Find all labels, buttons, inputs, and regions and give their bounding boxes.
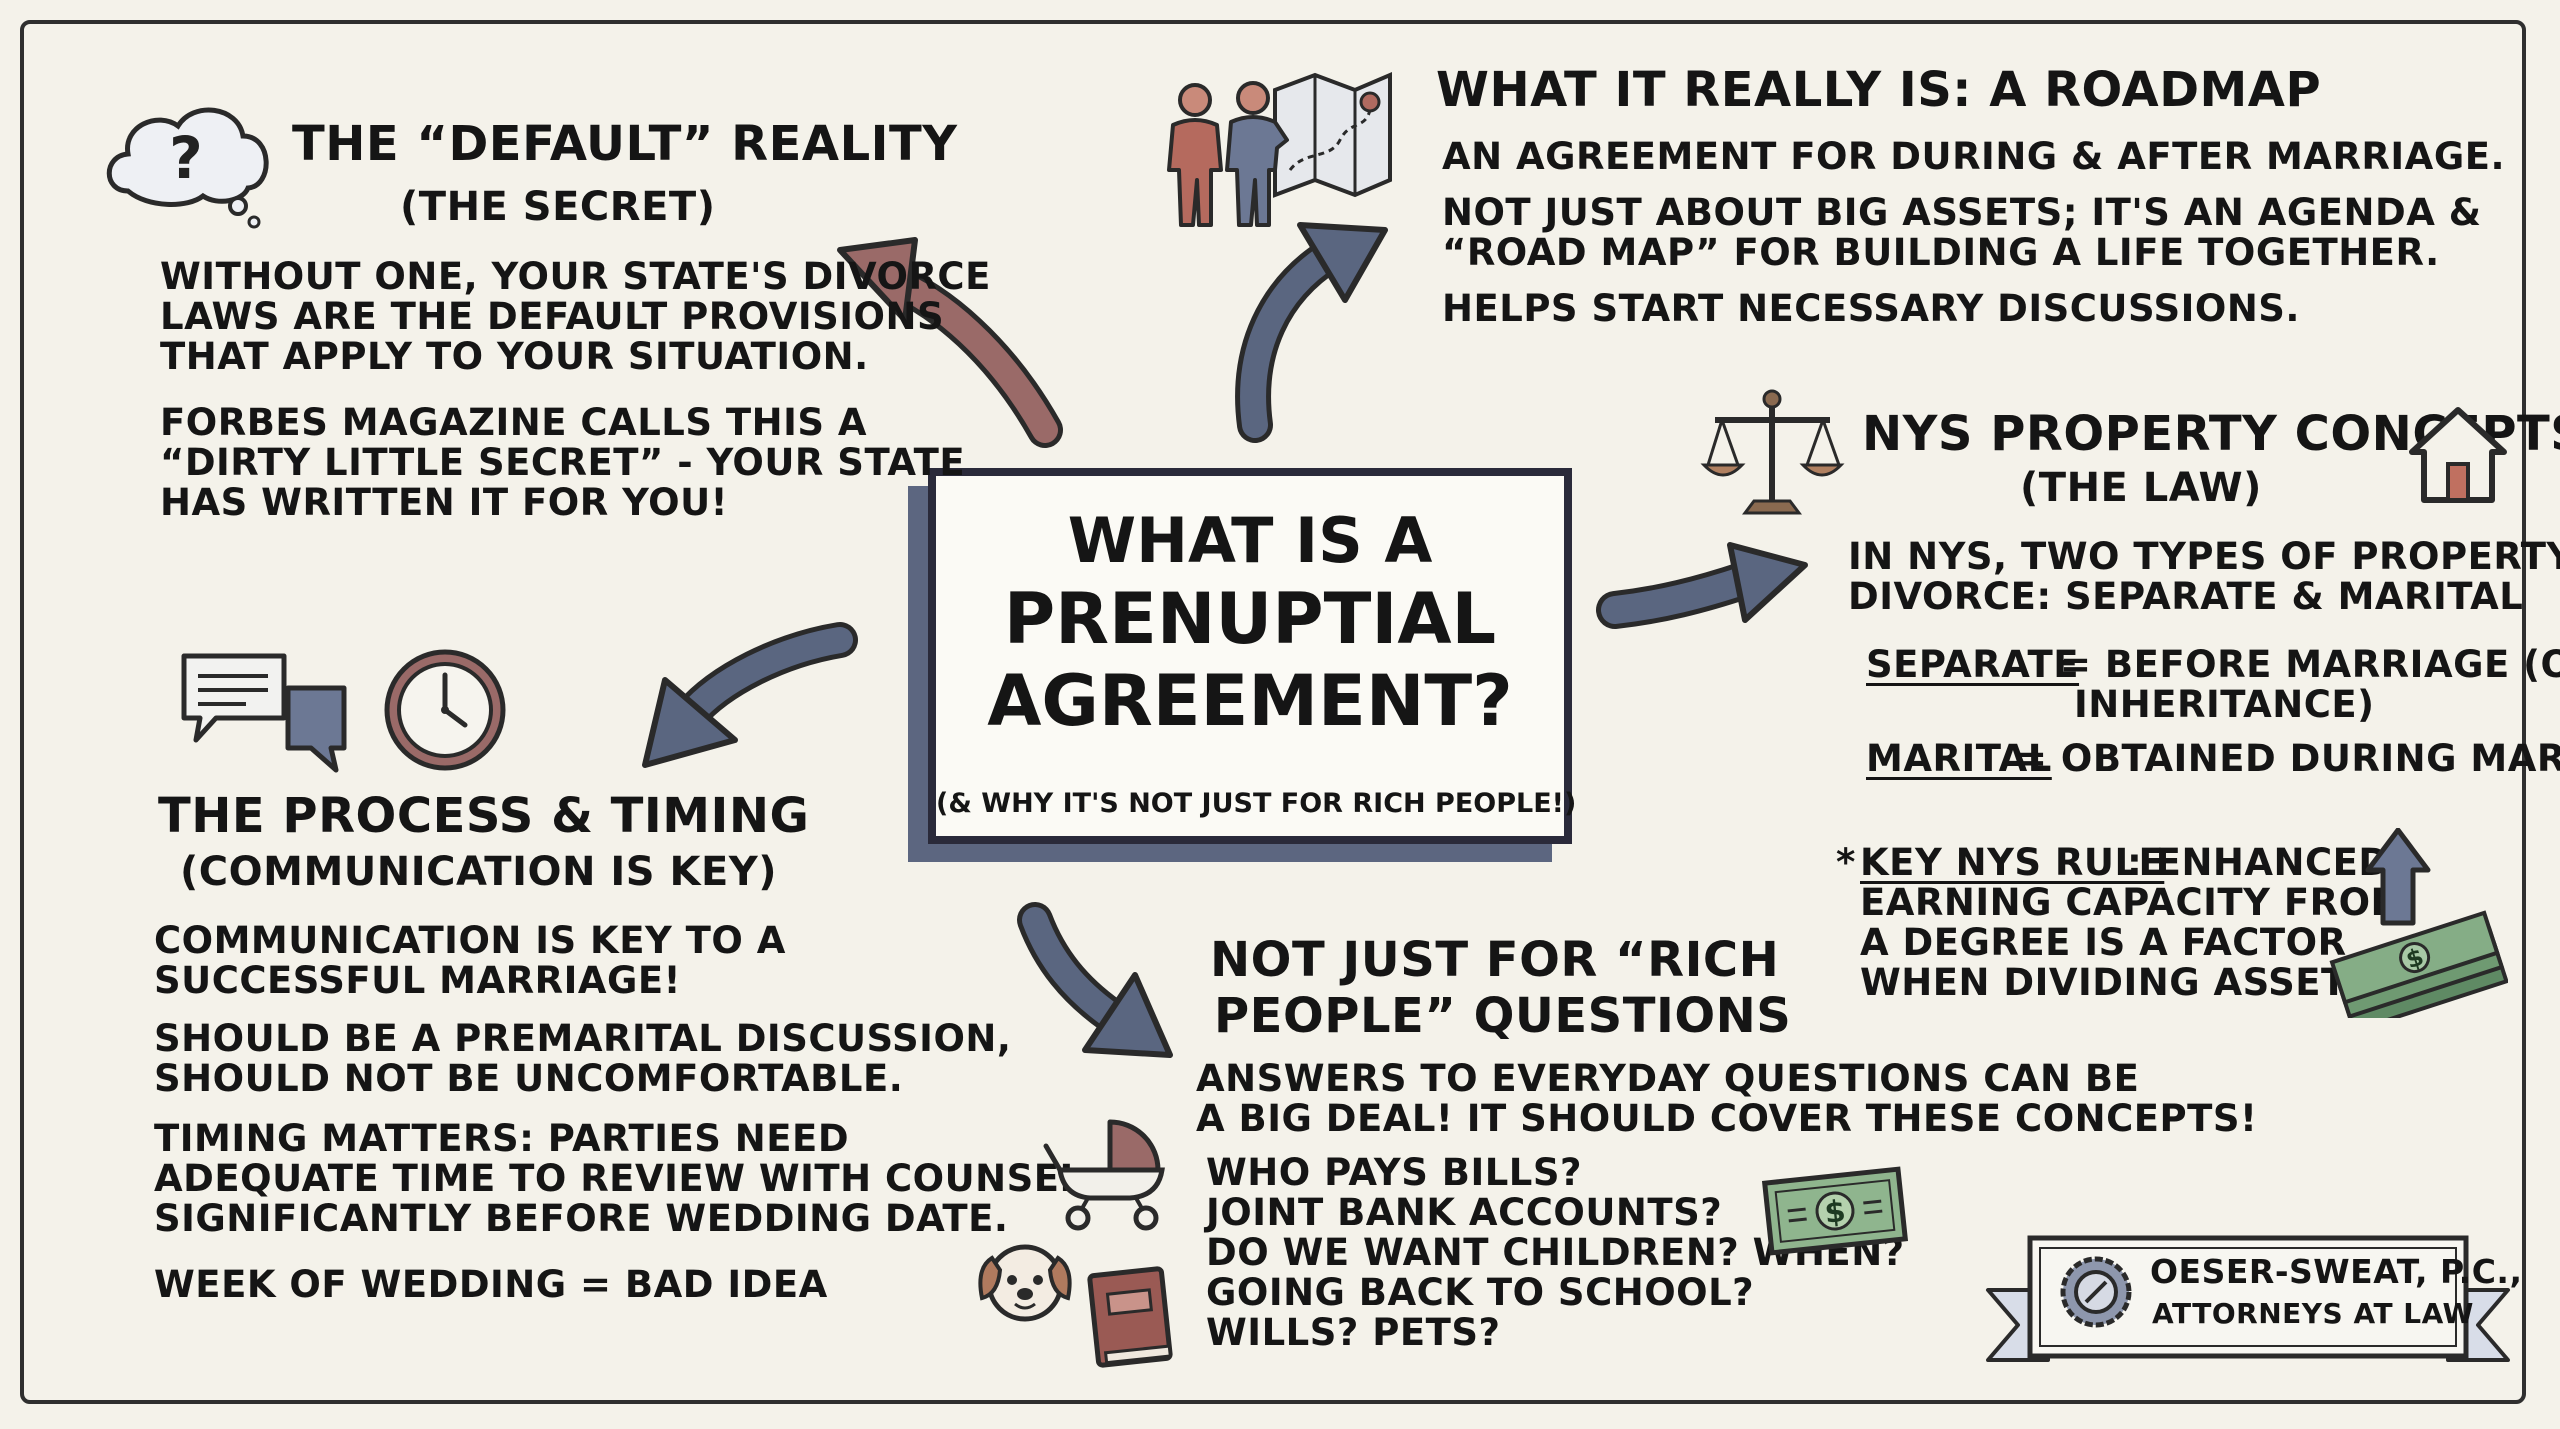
default-reality-subheading: (THE SECRET): [400, 184, 716, 230]
center-title-line2: PRENUPTIAL: [1003, 578, 1497, 660]
default-reality-p2-line2: “DIRTY LITTLE SECRET” - YOUR STATE: [160, 441, 966, 484]
process-p1-line1: COMMUNICATION IS KEY TO A: [154, 919, 786, 962]
process-subheading: (COMMUNICATION IS KEY): [180, 849, 778, 895]
nys-marital-term: MARITAL: [1866, 737, 2052, 780]
default-reality-heading: THE “DEFAULT” REALITY: [292, 116, 958, 172]
nys-marital-def: = OBTAINED DURING MARRIAGE: [2016, 737, 2560, 780]
rich-question-2: JOINT BANK ACCOUNTS?: [1206, 1191, 1723, 1234]
nys-key-line1: EARNING CAPACITY FROM: [1860, 881, 2408, 924]
process-p2-line1: SHOULD BE A PREMARITAL DISCUSSION,: [154, 1017, 1012, 1060]
nys-key-asterisk: *: [1836, 841, 1856, 884]
nys-key-line3: WHEN DIVIDING ASSETS: [1860, 961, 2374, 1004]
center-title-line1: WHAT IS A: [1067, 504, 1433, 577]
arrow-to-rich-people: [1017, 902, 1173, 1058]
nys-intro-line2: DIVORCE: SEPARATE & MARITAL: [1848, 575, 2524, 618]
process-p1-line2: SUCCESSFUL MARRIAGE!: [154, 959, 682, 1002]
question-thought-cloud-icon: ?: [106, 107, 269, 229]
process-heading: THE PROCESS & TIMING: [158, 788, 810, 844]
roadmap-line4: HELPS START NECESSARY DISCUSSIONS.: [1442, 287, 2300, 330]
default-reality-p2-line1: FORBES MAGAZINE CALLS THIS A: [160, 401, 868, 444]
page-border: [20, 20, 2526, 1404]
nys-subheading: (THE LAW): [2020, 465, 2262, 511]
process-p3-line2: ADEQUATE TIME TO REVIEW WITH COUNSEL: [154, 1157, 1084, 1200]
roadmap-line2: NOT JUST ABOUT BIG ASSETS; IT'S AN AGEND…: [1442, 191, 2482, 234]
nys-intro-line1: IN NYS, TWO TYPES OF PROPERTY FOR: [1848, 535, 2560, 578]
rich-question-1: WHO PAYS BILLS?: [1206, 1151, 1582, 1194]
rich-question-4: GOING BACK TO SCHOOL?: [1206, 1271, 1755, 1314]
roadmap-heading: WHAT IT REALLY IS: A ROADMAP: [1436, 62, 2322, 118]
rich-intro-line1: ANSWERS TO EVERYDAY QUESTIONS CAN BE: [1196, 1057, 2140, 1100]
baby-stroller-icon: [1043, 1119, 1165, 1231]
svg-text:?: ?: [169, 124, 203, 192]
firm-seal-icon: [2060, 1256, 2132, 1328]
roadmap-line1: AN AGREEMENT FOR DURING & AFTER MARRIAGE…: [1442, 135, 2506, 178]
dog-icon: [978, 1244, 1072, 1322]
nys-key-rule-rest: : ENHANCED: [2127, 841, 2390, 884]
firm-tagline: ATTORNEYS AT LAW: [2152, 1297, 2474, 1330]
nys-key-line2: A DEGREE IS A FACTOR: [1860, 921, 2347, 964]
process-p4: WEEK OF WEDDING = BAD IDEA: [154, 1263, 828, 1306]
rich-heading-line1: NOT JUST FOR “RICH: [1210, 932, 1780, 988]
scales-of-justice-icon: [1700, 389, 1845, 515]
book-icon: [1087, 1266, 1173, 1368]
clock-icon: [384, 649, 506, 771]
center-subtitle: (& WHY IT'S NOT JUST FOR RICH PEOPLE!): [936, 788, 1577, 819]
default-reality-p2-line3: HAS WRITTEN IT FOR YOU!: [160, 481, 728, 524]
arrow-to-default-reality: [837, 237, 1063, 448]
money-stack-up-arrow-icon: $: [2329, 828, 2508, 1018]
arrow-to-process-timing: [642, 622, 858, 768]
process-p3-line3: SIGNIFICANTLY BEFORE WEDDING DATE.: [154, 1197, 1009, 1240]
process-p2-line2: SHOULD NOT BE UNCOMFORTABLE.: [154, 1057, 904, 1100]
process-p3-line1: TIMING MATTERS: PARTIES NEED: [154, 1117, 850, 1160]
dollar-bill-icon: $: [1761, 1166, 1909, 1256]
center-title-line3: AGREEMENT?: [987, 660, 1513, 742]
couple-with-map-icon: [1167, 71, 1392, 227]
rich-question-5: WILLS? PETS?: [1206, 1311, 1501, 1354]
chat-bubbles-icon: [181, 653, 347, 773]
rich-intro-line2: A BIG DEAL! IT SHOULD COVER THESE CONCEP…: [1196, 1097, 2258, 1140]
central-title-box: WHAT IS A PRENUPTIAL AGREEMENT? (& WHY I…: [928, 468, 1577, 844]
nys-separate-def-line2: INHERITANCE): [2074, 683, 2375, 726]
nys-separate-def: = BEFORE MARRIAGE (OR: [2060, 643, 2560, 686]
firm-name: OESER-SWEAT, P.C.,: [2150, 1252, 2523, 1291]
arrow-to-nys-property: [1596, 542, 1808, 629]
roadmap-line3: “ROAD MAP” FOR BUILDING A LIFE TOGETHER.: [1442, 231, 2440, 274]
default-reality-p1-line2: LAWS ARE THE DEFAULT PROVISIONS: [160, 295, 945, 338]
nys-separate-term: SEPARATE: [1866, 643, 2080, 686]
house-icon: [2409, 407, 2507, 503]
default-reality-p1-line3: THAT APPLY TO YOUR SITUATION.: [160, 335, 869, 378]
default-reality-p1-line1: WITHOUT ONE, YOUR STATE'S DIVORCE: [160, 255, 991, 298]
rich-heading-line2: PEOPLE” QUESTIONS: [1214, 988, 1792, 1044]
nys-key-rule-term: KEY NYS RULE: [1860, 841, 2165, 884]
svg-text:$: $: [1823, 1194, 1847, 1231]
arrow-to-roadmap: [1235, 222, 1388, 443]
